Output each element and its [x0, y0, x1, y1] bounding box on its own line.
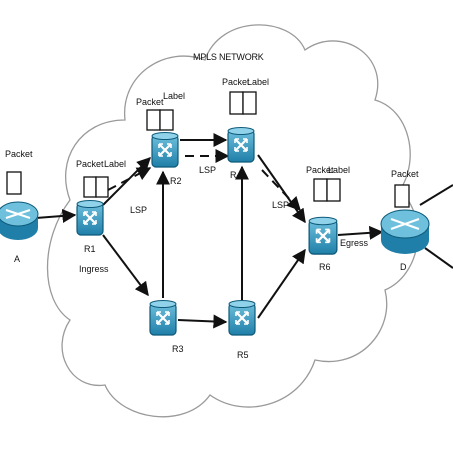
lsp-r1-r2 — [107, 167, 152, 191]
packet-label-r1: Packet — [76, 159, 104, 169]
label-a: A — [14, 254, 20, 264]
label-r1-sub: Ingress — [79, 264, 109, 274]
label-r6-sub: Egress — [340, 238, 369, 248]
label-r1: R1 — [84, 244, 96, 254]
label-label-r1: Label — [104, 159, 126, 169]
link-r5-r6 — [257, 248, 306, 319]
packet-label-r4: Packet — [222, 77, 250, 87]
label-box-r2 — [159, 109, 174, 131]
router-icon — [390, 218, 420, 230]
network-title: MPLS NETWORK — [193, 52, 264, 62]
packet-box-d — [394, 184, 410, 208]
router-r3 — [148, 299, 178, 337]
label-label-r2: Label — [163, 91, 185, 101]
label-r3: R3 — [172, 344, 184, 354]
label-r6: R6 — [319, 262, 331, 272]
lsp-label-1: LSP — [130, 205, 147, 215]
packet-label-r2: Packet — [136, 97, 164, 107]
router-icon — [5, 209, 31, 219]
label-r4: R4 — [230, 170, 242, 180]
link-d-exit-top — [419, 184, 453, 206]
link-r1-r3 — [102, 234, 149, 297]
label-d: D — [400, 262, 407, 272]
label-box-r6 — [326, 178, 341, 202]
link-d-exit-bottom — [424, 247, 453, 269]
packet-box-r6 — [313, 178, 328, 202]
packet-label-a: Packet — [5, 149, 33, 159]
router-d — [380, 209, 430, 254]
label-r5: R5 — [237, 350, 249, 360]
lsp-label-2: LSP — [199, 165, 216, 175]
lsp-label-3: LSP — [272, 200, 289, 210]
link-r1-r2 — [102, 157, 151, 206]
link-r3-r5 — [177, 314, 228, 329]
label-label-r6: Label — [328, 165, 350, 175]
label-r2: R2 — [170, 176, 182, 186]
router-r5 — [227, 299, 257, 337]
lsp-r4-r6 — [261, 169, 301, 212]
packet-box-r4 — [229, 91, 244, 115]
packet-box-r1 — [83, 176, 97, 198]
router-r1 — [75, 199, 105, 237]
label-box-r1 — [95, 176, 109, 198]
label-box-r4 — [242, 91, 257, 115]
router-a — [0, 201, 39, 240]
router-r4 — [226, 126, 256, 164]
packet-box-a — [6, 171, 22, 195]
router-r2 — [150, 131, 180, 169]
packet-label-r6: Packet — [306, 165, 334, 175]
router-r6 — [307, 216, 339, 256]
packet-label-d: Packet — [391, 169, 419, 179]
packet-box-r2 — [146, 109, 161, 131]
link-r6-d — [337, 225, 384, 240]
link-a-r1 — [35, 208, 77, 223]
label-label-r4: Label — [247, 77, 269, 87]
